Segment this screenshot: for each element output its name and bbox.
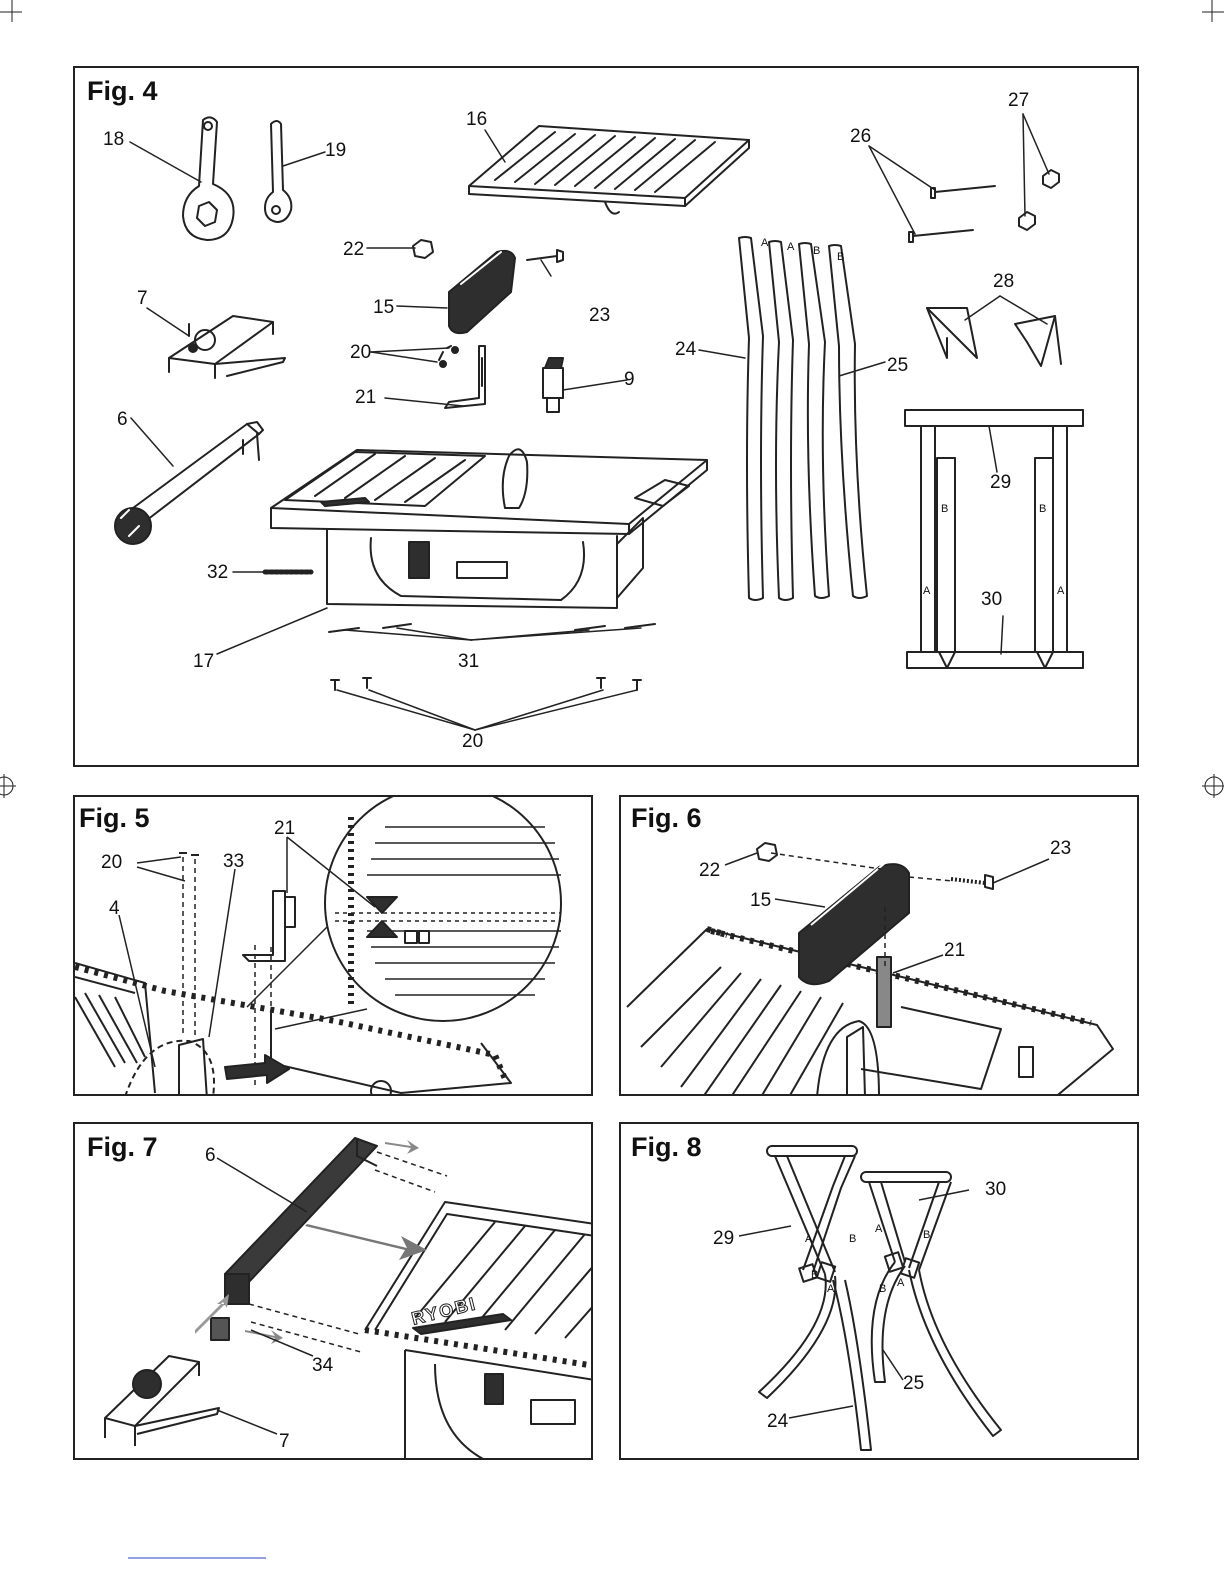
frame-letter-b-right: B bbox=[1039, 504, 1046, 515]
leg-letter-2: B bbox=[849, 1234, 856, 1245]
leader-lines bbox=[130, 114, 1049, 730]
figure-5-panel: Fig. 5 bbox=[73, 795, 593, 1096]
callout-23: 23 bbox=[589, 306, 610, 325]
callout-17: 17 bbox=[193, 652, 214, 671]
callout-29: 29 bbox=[713, 1229, 734, 1248]
frame-letter-a-right: A bbox=[1057, 586, 1064, 597]
callout-25: 25 bbox=[887, 356, 908, 375]
wrench-small bbox=[265, 121, 291, 222]
callout-23: 23 bbox=[1050, 839, 1071, 858]
stand-brackets bbox=[927, 308, 1061, 366]
saw-body bbox=[271, 449, 707, 608]
tube-letter-a2: A bbox=[787, 242, 794, 253]
leg-letter-1: A bbox=[805, 1234, 812, 1245]
tube-letter-b1: B bbox=[813, 246, 820, 257]
registration-mark-left bbox=[0, 774, 16, 798]
callout-19: 19 bbox=[325, 141, 346, 160]
callout-21: 21 bbox=[944, 941, 965, 960]
nut-27b bbox=[1019, 212, 1035, 230]
callout-9: 9 bbox=[624, 370, 635, 389]
leg-letter-7: B bbox=[879, 1284, 886, 1295]
stand-tubes bbox=[739, 237, 867, 600]
callout-26: 26 bbox=[850, 127, 871, 146]
stand-frame bbox=[905, 410, 1083, 668]
callout-30: 30 bbox=[985, 1180, 1006, 1199]
callout-28: 28 bbox=[993, 272, 1014, 291]
figure-7-drawing bbox=[75, 1124, 593, 1460]
bolts-26 bbox=[909, 186, 995, 242]
callout-20: 20 bbox=[101, 853, 122, 872]
callout-15: 15 bbox=[750, 891, 771, 910]
callout-6: 6 bbox=[205, 1146, 216, 1165]
callout-22: 22 bbox=[343, 240, 364, 259]
callout-16: 16 bbox=[466, 110, 487, 129]
callout-31: 31 bbox=[458, 652, 479, 671]
callout-20: 20 bbox=[350, 343, 371, 362]
leg-letter-3: A bbox=[875, 1224, 882, 1235]
tube-letter-b2: B bbox=[837, 252, 844, 263]
callout-6: 6 bbox=[117, 410, 128, 429]
nut-27a bbox=[1043, 170, 1059, 188]
sliding-table bbox=[469, 126, 749, 214]
callout-30: 30 bbox=[981, 590, 1002, 609]
blade-guard bbox=[449, 251, 515, 333]
figure-6-panel: Fig. 6 bbox=[619, 795, 1139, 1096]
water-pump bbox=[543, 358, 563, 412]
callout-20-bottom: 20 bbox=[462, 732, 483, 751]
callout-15: 15 bbox=[373, 298, 394, 317]
callout-25: 25 bbox=[903, 1374, 924, 1393]
registration-mark-right bbox=[1202, 774, 1224, 798]
leg-letter-5: A bbox=[827, 1284, 834, 1295]
callout-24: 24 bbox=[675, 340, 696, 359]
frame-letter-a-left: A bbox=[923, 586, 930, 597]
callout-34: 34 bbox=[312, 1356, 333, 1375]
callout-33: 33 bbox=[223, 852, 244, 871]
figure-4-drawing bbox=[75, 68, 1139, 767]
figure-5-drawing bbox=[75, 797, 593, 1096]
bolt-23 bbox=[527, 250, 563, 262]
wrench-large bbox=[183, 117, 234, 240]
leg-letter-8: A bbox=[897, 1278, 904, 1289]
rip-fence bbox=[115, 422, 263, 544]
figure-4-panel: Fig. 4 bbox=[73, 66, 1139, 767]
callout-22: 22 bbox=[699, 861, 720, 880]
figure-7-panel: Fig. 7 bbox=[73, 1122, 593, 1460]
callout-24: 24 bbox=[767, 1412, 788, 1431]
frame-letter-b-left: B bbox=[941, 504, 948, 515]
callout-32: 32 bbox=[207, 563, 228, 582]
callout-21: 21 bbox=[274, 819, 295, 838]
screws-bottom bbox=[331, 678, 641, 690]
callout-4: 4 bbox=[109, 899, 120, 918]
leg-letter-4: B bbox=[923, 1230, 930, 1241]
callout-29: 29 bbox=[990, 473, 1011, 492]
tube-letter-a1: A bbox=[761, 238, 768, 249]
figure-8-panel: Fig. 8 bbox=[619, 1122, 1139, 1460]
callout-21: 21 bbox=[355, 388, 376, 407]
callout-7: 7 bbox=[279, 1432, 290, 1451]
callout-27: 27 bbox=[1008, 91, 1029, 110]
guard-bracket bbox=[445, 346, 485, 408]
nut-22 bbox=[413, 240, 433, 258]
miter-guide bbox=[169, 316, 285, 378]
leg-letter-6: B bbox=[811, 1270, 818, 1281]
callout-18: 18 bbox=[103, 130, 124, 149]
callout-7: 7 bbox=[137, 289, 148, 308]
